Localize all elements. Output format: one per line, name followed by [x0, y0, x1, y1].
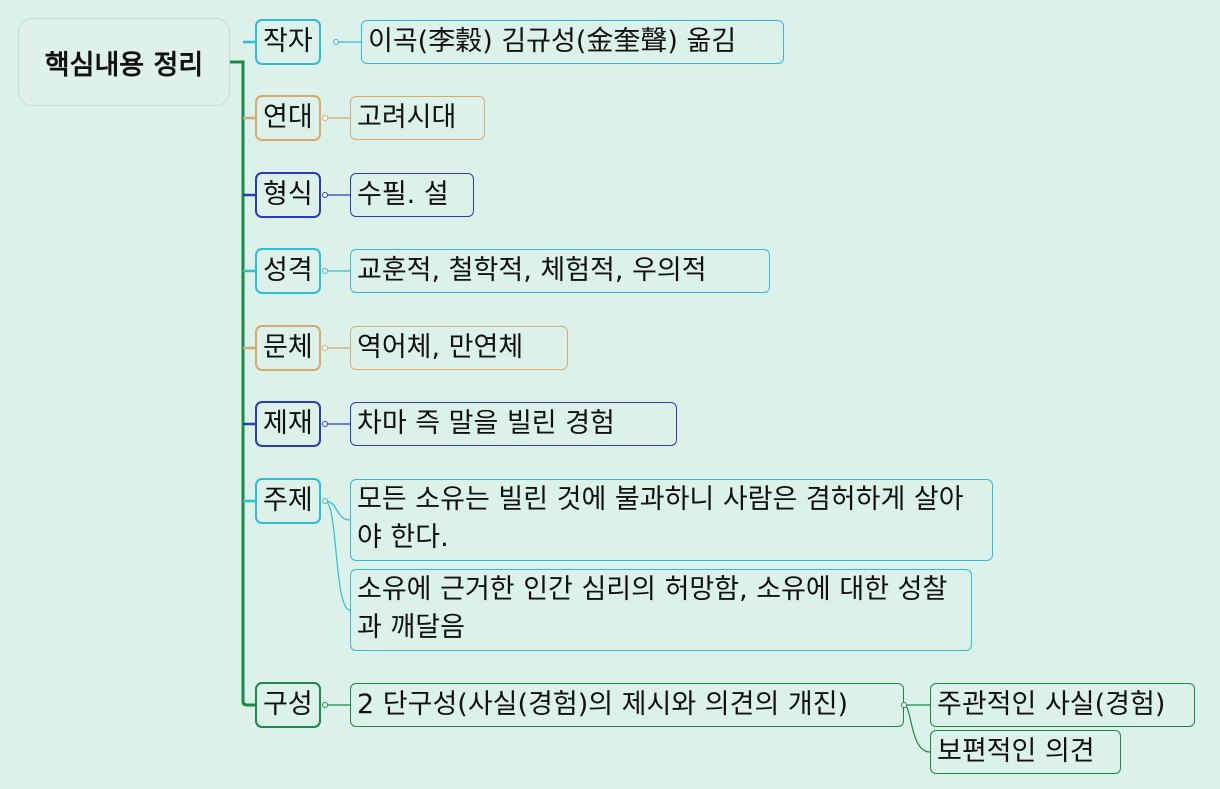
value-theme-1[interactable]: 모든 소유는 빌린 것에 불과하니 사람은 겸허하게 살아야 한다. — [350, 479, 993, 561]
connector-dot — [333, 39, 339, 45]
category-era[interactable]: 연대 — [255, 95, 321, 141]
value-structure[interactable]: 2 단구성(사실(경험)의 제시와 의견의 개진) — [350, 683, 904, 727]
category-character[interactable]: 성격 — [255, 248, 321, 294]
category-material[interactable]: 제재 — [255, 401, 321, 447]
value-material[interactable]: 차마 즉 말을 빌린 경험 — [350, 402, 677, 446]
trunk-line — [230, 60, 256, 707]
connector-dot — [322, 421, 328, 427]
category-form[interactable]: 형식 — [255, 172, 321, 218]
connector-dot — [322, 345, 328, 351]
connector-dot — [322, 192, 328, 198]
root-node[interactable]: 핵심내용 정리 — [18, 18, 230, 106]
connector-dot — [322, 115, 328, 121]
value-form[interactable]: 수필. 설 — [350, 173, 474, 217]
category-author[interactable]: 작자 — [255, 19, 321, 65]
category-structure[interactable]: 구성 — [255, 682, 321, 728]
link-structure-child-2 — [903, 704, 931, 753]
value-theme-2[interactable]: 소유에 근거한 인간 심리의 허망함, 소유에 대한 성찰과 깨달음 — [350, 569, 972, 651]
connector-dot — [322, 702, 328, 708]
category-style[interactable]: 문체 — [255, 325, 321, 371]
link-theme-2 — [324, 500, 351, 611]
value-character[interactable]: 교훈적, 철학적, 체험적, 우의적 — [350, 249, 770, 293]
value-author[interactable]: 이곡(李穀) 김규성(金奎聲) 옮김 — [361, 20, 784, 64]
value-style[interactable]: 역어체, 만연체 — [350, 326, 568, 370]
category-theme[interactable]: 주제 — [255, 478, 321, 524]
link-theme-1 — [324, 500, 351, 521]
connector-dot — [901, 702, 907, 708]
root-label: 핵심내용 정리 — [44, 49, 204, 81]
structure-child-universal-opinion[interactable]: 보편적인 의견 — [930, 730, 1121, 774]
value-era[interactable]: 고려시대 — [350, 96, 485, 140]
connector-dot — [322, 498, 328, 504]
structure-child-subjective-fact[interactable]: 주관적인 사실(경험) — [930, 683, 1195, 727]
connector-dot — [322, 268, 328, 274]
